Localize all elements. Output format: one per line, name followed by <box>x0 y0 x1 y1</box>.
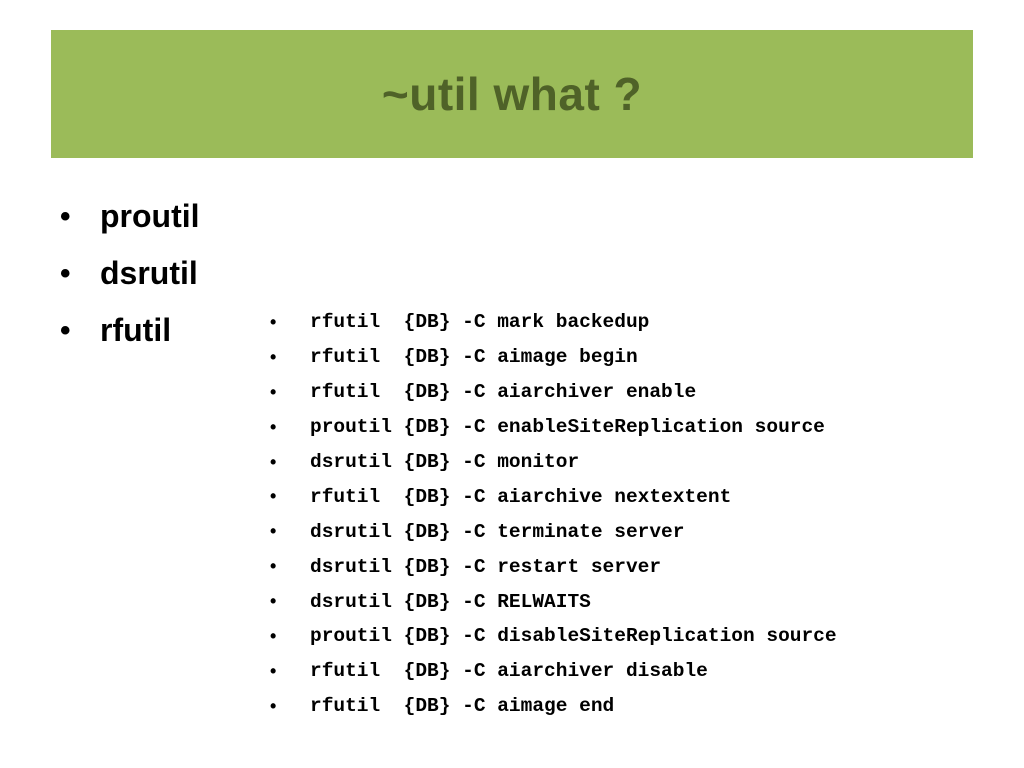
bullet-icon: • <box>270 521 277 542</box>
title-bar: ~util what ? <box>51 30 973 158</box>
command-text: rfutil {DB} -C aimage begin <box>310 346 638 369</box>
bullet-icon: • <box>60 256 71 290</box>
list-item-label: dsrutil <box>100 255 198 291</box>
bullet-icon: • <box>60 313 71 347</box>
list-item-label: rfutil <box>100 312 172 348</box>
bullet-icon: • <box>270 556 277 577</box>
command-item: • rfutil {DB} -C aimage end <box>270 689 837 724</box>
bullet-icon: • <box>270 451 277 472</box>
command-list: • rfutil {DB} -C mark backedup • rfutil … <box>270 305 837 724</box>
command-item: • dsrutil {DB} -C terminate server <box>270 514 837 549</box>
command-item: • proutil {DB} -C enableSiteReplication … <box>270 410 837 445</box>
bullet-icon: • <box>270 591 277 612</box>
command-item: • dsrutil {DB} -C RELWAITS <box>270 584 837 619</box>
bullet-icon: • <box>270 416 277 437</box>
command-item: • rfutil {DB} -C aiarchiver enable <box>270 375 837 410</box>
command-item: • rfutil {DB} -C aimage begin <box>270 340 837 375</box>
command-text: dsrutil {DB} -C monitor <box>310 451 580 473</box>
command-text: rfutil {DB} -C aimage end <box>310 695 615 718</box>
command-text: dsrutil {DB} -C restart server <box>310 555 662 578</box>
command-text: rfutil {DB} -C aiarchive nextextent <box>310 485 732 508</box>
bullet-icon: • <box>270 695 277 716</box>
command-item: • dsrutil {DB} -C monitor <box>270 445 837 480</box>
list-item: • proutil <box>60 188 200 245</box>
bullet-icon: • <box>270 660 277 681</box>
list-item-label: proutil <box>100 198 200 234</box>
command-text: rfutil {DB} -C aiarchiver enable <box>310 381 697 404</box>
bullet-icon: • <box>270 381 277 402</box>
command-item: • rfutil {DB} -C aiarchiver disable <box>270 654 837 689</box>
command-text: rfutil {DB} -C aiarchiver disable <box>310 660 708 683</box>
list-item: • rfutil <box>60 302 200 359</box>
command-item: • dsrutil {DB} -C restart server <box>270 549 837 584</box>
slide-title: ~util what ? <box>381 68 643 120</box>
command-text: proutil {DB} -C disableSiteReplication s… <box>310 625 837 648</box>
command-text: rfutil {DB} -C mark backedup <box>310 311 650 334</box>
bullet-icon: • <box>270 486 277 507</box>
command-text: proutil {DB} -C enableSiteReplication so… <box>310 416 825 439</box>
bullet-icon: • <box>270 311 277 332</box>
command-item: • proutil {DB} -C disableSiteReplication… <box>270 619 837 654</box>
command-item: • rfutil {DB} -C mark backedup <box>270 305 837 340</box>
command-item: • rfutil {DB} -C aiarchive nextextent <box>270 479 837 514</box>
bullet-icon: • <box>60 199 71 233</box>
main-bullet-list: • proutil • dsrutil • rfutil <box>60 188 200 359</box>
command-text: dsrutil {DB} -C terminate server <box>310 520 685 543</box>
list-item: • dsrutil <box>60 245 200 302</box>
bullet-icon: • <box>270 625 277 646</box>
command-text: dsrutil {DB} -C RELWAITS <box>310 590 591 613</box>
bullet-icon: • <box>270 346 277 367</box>
